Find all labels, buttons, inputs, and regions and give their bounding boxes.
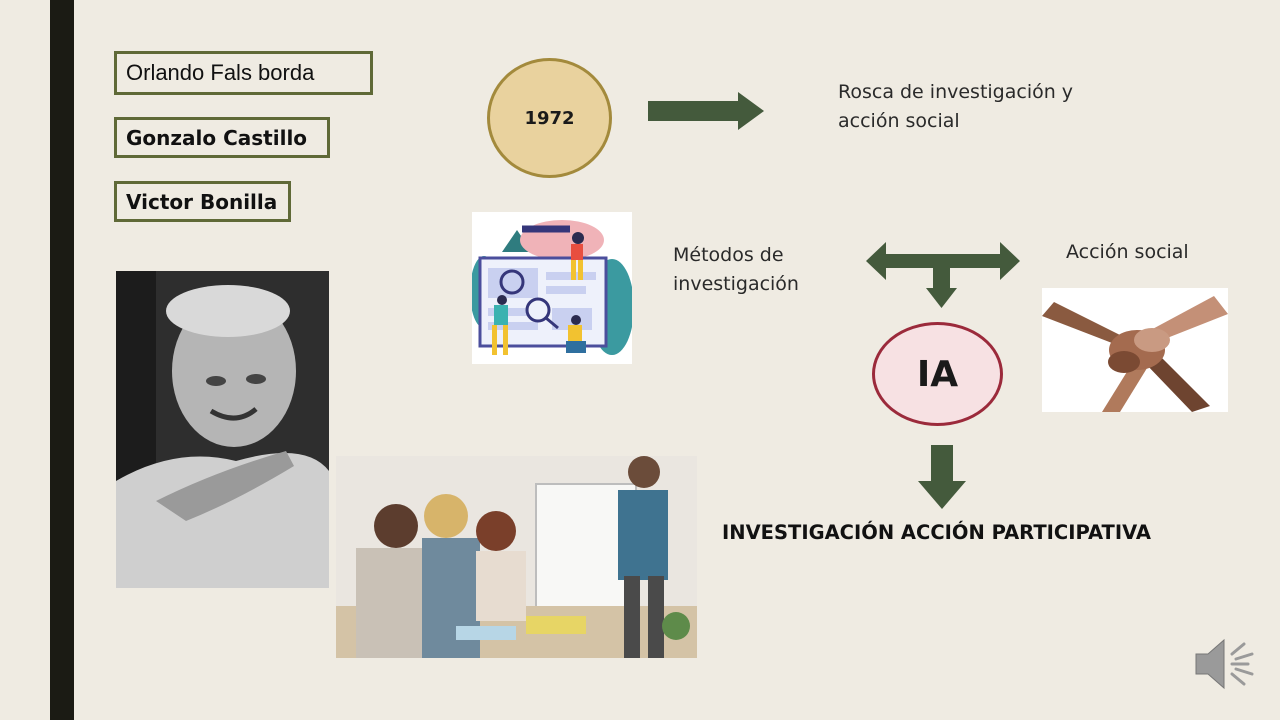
branch-arrow <box>866 242 1020 308</box>
accion-social-text: Acción social <box>1066 241 1189 263</box>
portrait-photo <box>116 271 329 588</box>
author-box-castillo: Gonzalo Castillo <box>114 117 330 158</box>
ia-label: IA <box>916 353 959 395</box>
right-arrow <box>648 92 764 130</box>
classroom-photo <box>336 456 697 658</box>
hands-image <box>1042 288 1228 412</box>
year-circle: 1972 <box>487 58 612 178</box>
ia-circle: IA <box>872 322 1003 426</box>
author-name: Orlando Fals borda <box>126 60 315 85</box>
research-illustration <box>472 212 632 364</box>
year-label: 1972 <box>524 107 575 129</box>
speaker-icon[interactable] <box>1192 632 1258 696</box>
author-name: Victor Bonilla <box>126 189 278 214</box>
rosca-text: Rosca de investigación y acción social <box>838 81 1074 132</box>
author-name: Gonzalo Castillo <box>126 125 308 150</box>
author-box-bonilla: Victor Bonilla <box>114 181 291 222</box>
sidebar-bar <box>50 0 74 720</box>
metodos-text: Métodos de investigación <box>673 244 799 295</box>
result-text: INVESTIGACIÓN ACCIÓN PARTICIPATIVA <box>722 521 1151 544</box>
down-arrow <box>918 445 966 509</box>
author-box-fals-borda: Orlando Fals borda <box>114 51 373 95</box>
